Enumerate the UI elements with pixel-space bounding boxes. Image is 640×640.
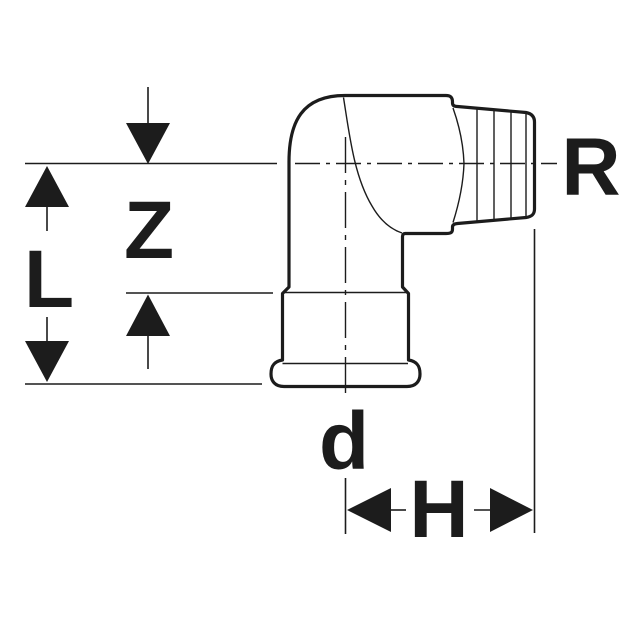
- fitting-body-silhouette: [269, 93, 537, 389]
- dimension-z: Z: [124, 87, 273, 369]
- arrow-up-icon: [25, 166, 69, 207]
- dimension-h: H: [344, 229, 536, 555]
- thread-runout-lower-arc: [452, 163, 465, 223]
- dimension-l: L: [24, 162, 277, 385]
- thread-label-r: R: [561, 122, 620, 213]
- dimension-label-z: Z: [124, 185, 174, 276]
- male-thread: [452, 107, 527, 223]
- arrow-down-icon: [126, 123, 170, 164]
- dimension-label-l: L: [24, 234, 74, 325]
- thread-runout-upper-arc: [452, 107, 465, 164]
- dimension-label-d: d: [319, 396, 369, 487]
- centerlines: [295, 137, 557, 400]
- elbow-bend-intersection-curve: [342, 97, 403, 234]
- arrow-right-icon: [490, 488, 533, 532]
- arrow-up-icon: [126, 294, 170, 336]
- dimension-label-h: H: [409, 464, 468, 555]
- fitting-outline: [269, 93, 537, 389]
- arrow-left-icon: [347, 488, 391, 532]
- arrow-down-icon: [25, 341, 69, 382]
